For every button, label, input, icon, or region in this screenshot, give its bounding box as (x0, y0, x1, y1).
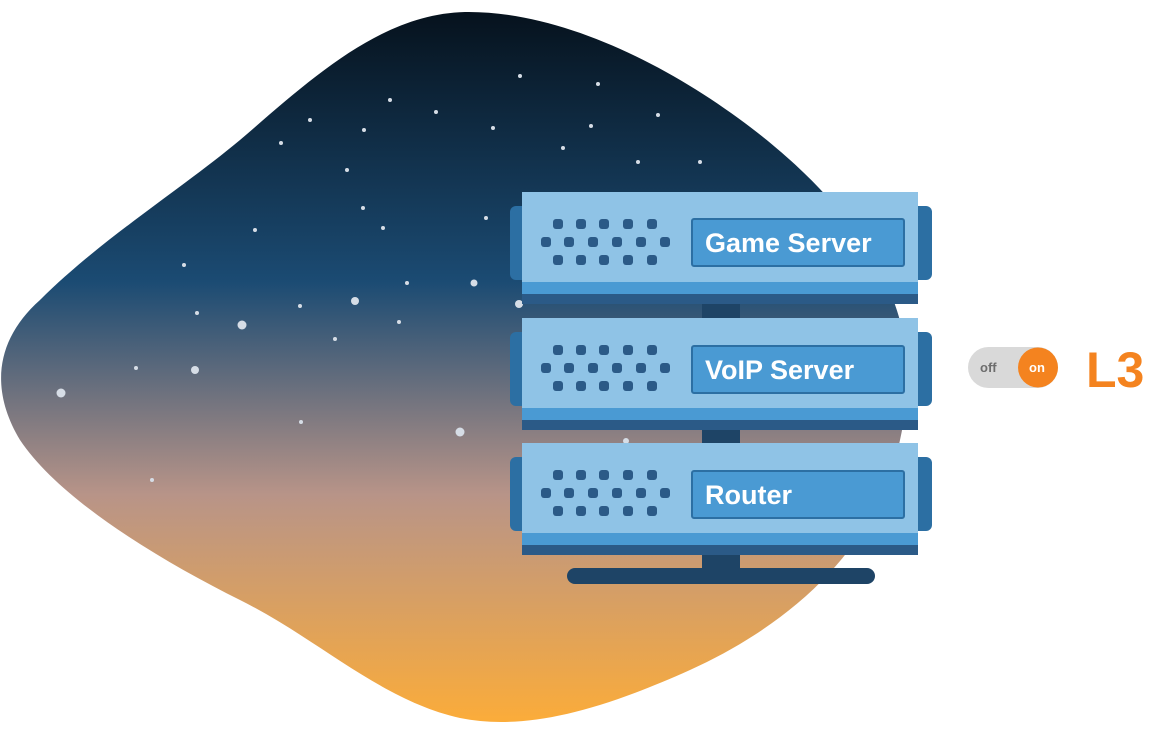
vent-hole (564, 363, 574, 373)
server-unit: VoIP Server (510, 318, 932, 430)
server-label-voip: VoIP Server (705, 355, 855, 385)
toggle-knob[interactable] (1018, 347, 1058, 388)
vent-hole (576, 506, 586, 516)
server-vent-icon (541, 470, 670, 516)
vent-hole (576, 255, 586, 265)
vent-hole (599, 345, 609, 355)
vent-hole (588, 488, 598, 498)
vent-hole (647, 470, 657, 480)
vent-hole (564, 488, 574, 498)
vent-hole (553, 255, 563, 265)
vent-hole (647, 255, 657, 265)
vent-hole (564, 237, 574, 247)
vent-hole (623, 345, 633, 355)
vent-hole (647, 345, 657, 355)
stars (56, 74, 702, 482)
vent-hole (599, 219, 609, 229)
vent-hole (553, 219, 563, 229)
vent-hole (553, 381, 563, 391)
vent-hole (576, 219, 586, 229)
vent-hole (588, 363, 598, 373)
vent-hole (541, 488, 551, 498)
vent-hole (660, 363, 670, 373)
vent-hole (599, 381, 609, 391)
vent-hole (553, 506, 563, 516)
server-vent-icon (541, 345, 670, 391)
vent-hole (647, 506, 657, 516)
vent-hole (623, 470, 633, 480)
level-label: L3 (1086, 342, 1144, 398)
vent-hole (553, 470, 563, 480)
vent-hole (576, 381, 586, 391)
vent-hole (636, 363, 646, 373)
on-off-toggle[interactable]: off on (968, 347, 1058, 388)
vent-hole (612, 488, 622, 498)
vent-hole (623, 381, 633, 391)
server-vent-icon (541, 219, 670, 265)
vent-hole (660, 237, 670, 247)
toggle-on-label: on (1029, 360, 1045, 375)
toggle-off-label: off (980, 360, 997, 375)
vent-hole (588, 237, 598, 247)
vent-hole (647, 219, 657, 229)
vent-hole (553, 345, 563, 355)
vent-hole (576, 470, 586, 480)
server-unit: Router (510, 443, 932, 555)
vent-hole (599, 506, 609, 516)
server-label-game: Game Server (705, 228, 872, 258)
vent-hole (623, 219, 633, 229)
vent-hole (599, 255, 609, 265)
vent-hole (647, 381, 657, 391)
vent-hole (612, 237, 622, 247)
vent-hole (541, 237, 551, 247)
vent-hole (612, 363, 622, 373)
vent-hole (623, 506, 633, 516)
server-unit: Game Server (510, 192, 932, 304)
vent-hole (623, 255, 633, 265)
vent-hole (660, 488, 670, 498)
vent-hole (576, 345, 586, 355)
vent-hole (636, 488, 646, 498)
vent-hole (541, 363, 551, 373)
vent-hole (636, 237, 646, 247)
server-label-router: Router (705, 480, 792, 510)
vent-hole (599, 470, 609, 480)
